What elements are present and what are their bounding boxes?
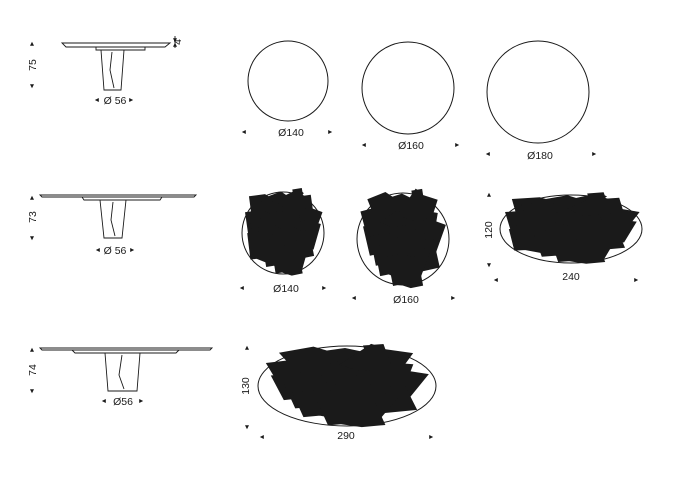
base-arrow-left <box>101 399 106 403</box>
diameter-label: Ø140 <box>278 127 304 139</box>
width-arrow-right <box>634 278 639 282</box>
height-arrow-bottom <box>30 84 34 89</box>
top-view-140-marble: Ø140 <box>240 192 326 295</box>
height-label: 73 <box>27 211 39 223</box>
base-diameter-label: Ø 56 <box>104 245 127 257</box>
width-arrow-left <box>241 130 246 134</box>
table-top <box>38 347 214 351</box>
width-arrow-left <box>239 286 244 290</box>
width-arrow-left <box>259 435 264 439</box>
base-split <box>118 354 125 390</box>
top-view-290x130-marble: 130 290 <box>240 346 436 442</box>
base-arrow-right <box>139 399 144 403</box>
diameter-label: Ø140 <box>273 283 299 295</box>
diameter-label: Ø180 <box>527 150 553 162</box>
marble-veins <box>273 354 419 414</box>
width-arrow-right <box>455 143 460 147</box>
width-arrow-right <box>451 296 456 300</box>
table-base <box>100 49 125 91</box>
height-arrow-top <box>30 41 34 46</box>
base-diameter-label: Ø 56 <box>104 95 127 107</box>
top-view-160-plain: Ø160 <box>361 41 460 152</box>
width-arrow-right <box>328 130 333 134</box>
height-arrow-top <box>30 195 34 200</box>
height-arrow-top <box>30 347 34 352</box>
width-arrow-left <box>351 296 356 300</box>
marble-veins <box>247 199 318 262</box>
top-support <box>95 47 146 51</box>
depth-label: 130 <box>240 377 252 395</box>
depth-arrow-bottom <box>245 425 249 430</box>
round-top-outline <box>247 40 329 122</box>
length-label: 290 <box>337 430 355 442</box>
base-split <box>109 51 115 89</box>
length-label: 240 <box>562 271 580 283</box>
base-diameter-label: Ø56 <box>113 396 133 408</box>
depth-label: 120 <box>483 221 495 239</box>
top-view-240x120-marble: 120 240 <box>483 193 642 283</box>
height-arrow-bottom <box>30 236 34 241</box>
table-top <box>38 194 198 198</box>
base-arrow-left <box>95 248 100 252</box>
base-arrow-right <box>129 98 134 102</box>
diameter-label: Ø160 <box>393 294 419 306</box>
side-view-row-2: 73 Ø 56 <box>27 194 198 257</box>
width-arrow-right <box>592 152 597 156</box>
width-arrow-left <box>493 278 498 282</box>
depth-arrow-top <box>245 345 249 350</box>
height-arrow-bottom <box>30 389 34 394</box>
marble-veins <box>508 201 631 252</box>
base-split <box>110 201 116 237</box>
side-view-row-3: 74 Ø56 <box>27 347 214 408</box>
table-top <box>60 42 172 48</box>
width-arrow-left <box>485 152 490 156</box>
side-view-row-1: 75 4 Ø 56 <box>27 36 184 107</box>
diameter-label: Ø160 <box>398 140 424 152</box>
width-arrow-left <box>361 143 366 147</box>
round-top-outline <box>486 40 590 144</box>
top-view-180-plain: Ø180 <box>485 40 597 162</box>
thickness-label: 4 <box>172 39 184 45</box>
table-base <box>104 352 141 392</box>
top-view-160-marble: Ø160 <box>352 193 455 306</box>
width-arrow-right <box>322 286 327 290</box>
height-label: 74 <box>27 364 39 376</box>
width-arrow-right <box>429 435 434 439</box>
top-view-140-plain: Ø140 <box>241 40 333 139</box>
top-support <box>81 196 163 201</box>
marble-veins <box>364 201 441 272</box>
depth-arrow-bottom <box>487 263 491 268</box>
height-label: 75 <box>27 59 39 71</box>
round-top-outline <box>361 41 455 135</box>
depth-arrow-top <box>487 192 491 197</box>
table-base <box>99 199 127 239</box>
base-arrow-right <box>130 248 135 252</box>
base-arrow-left <box>94 98 99 102</box>
top-support <box>71 349 180 354</box>
